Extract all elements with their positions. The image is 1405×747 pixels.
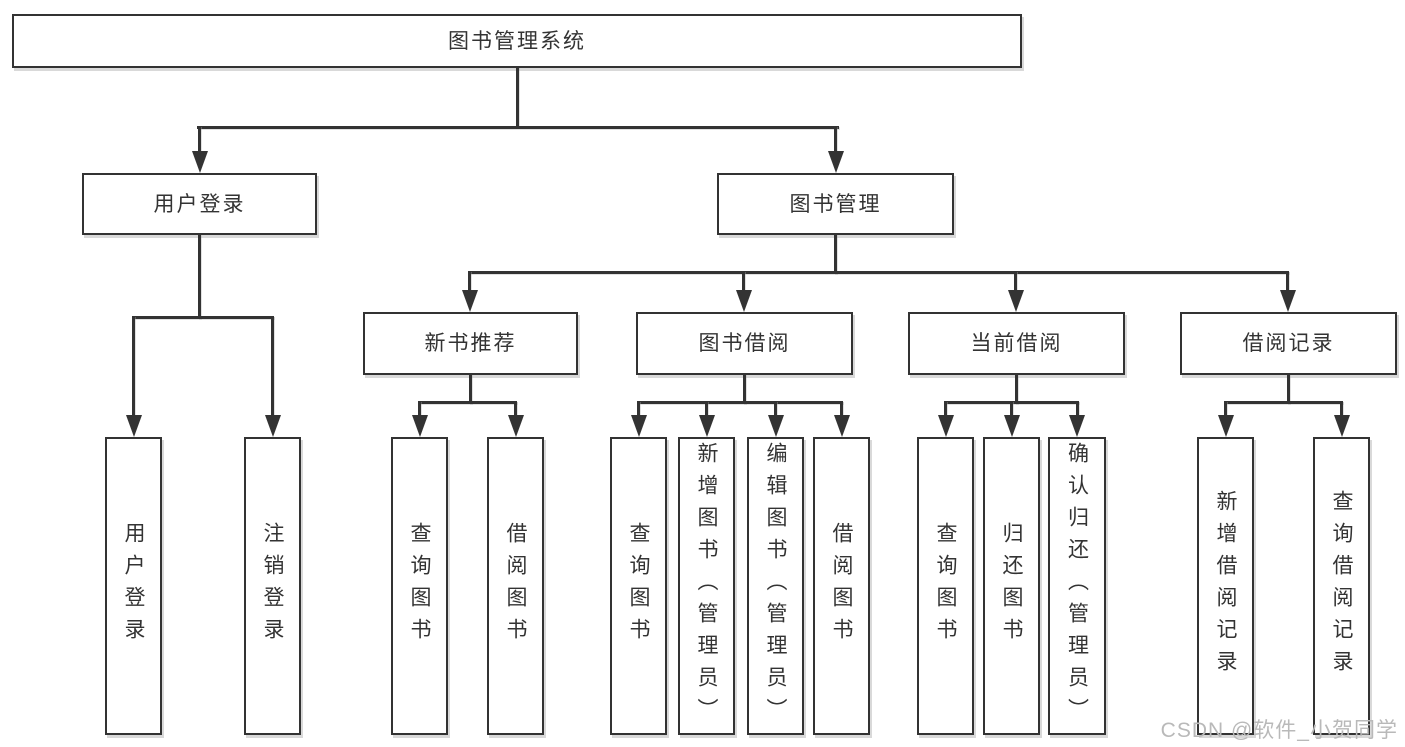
arrow-down-icon — [411, 415, 428, 437]
arrow-down-icon — [735, 290, 752, 312]
node-root: 图书管理系统 — [12, 14, 1022, 68]
connector-vline — [468, 271, 471, 292]
node-borrowing-records: 借阅记录 — [1180, 312, 1397, 375]
connector-vline — [271, 316, 274, 417]
arrow-down-icon — [833, 415, 850, 437]
connector-vline — [132, 316, 135, 417]
connector-hline — [637, 401, 843, 404]
connector-vline — [198, 234, 201, 319]
leaf-add-borrow-record-label: 新增借阅记录 — [1214, 490, 1237, 682]
connector-vline — [1075, 401, 1079, 416]
leaf-borrow-books-recommend-label: 借阅图书 — [504, 522, 527, 650]
leaf-query-books-recommend: 查询图书 — [391, 437, 448, 735]
arrow-down-icon — [767, 415, 784, 437]
connector-vline — [1286, 271, 1289, 292]
leaf-user-login: 用户登录 — [105, 437, 162, 735]
arrow-down-icon — [191, 151, 208, 173]
leaf-edit-books-admin: 编辑图书（管理员） — [747, 437, 804, 735]
connector-vline — [743, 374, 746, 404]
arrow-down-icon — [507, 415, 524, 437]
connector-vline — [834, 126, 837, 155]
connector-vline — [774, 401, 777, 416]
connector-vline — [515, 67, 519, 126]
leaf-return-books-label: 归还图书 — [1000, 522, 1023, 650]
leaf-edit-books-admin-label: 编辑图书（管理员） — [764, 442, 787, 730]
leaf-borrow-books: 借阅图书 — [813, 437, 870, 735]
csdn-watermark: CSDN @软件_小贺同学 — [1160, 719, 1398, 742]
connector-vline — [1014, 271, 1017, 292]
arrow-down-icon — [1333, 415, 1350, 437]
node-book-management: 图书管理 — [717, 173, 954, 235]
arrow-down-icon — [630, 415, 647, 437]
leaf-confirm-return-admin: 确认归还（管理员） — [1048, 437, 1106, 735]
connector-vline — [1224, 401, 1227, 416]
connector-vline — [1287, 374, 1290, 404]
leaf-confirm-return-admin-label: 确认归还（管理员） — [1065, 442, 1089, 730]
leaf-query-books-current-label: 查询图书 — [934, 522, 957, 650]
node-new-book-recommendation-label: 新书推荐 — [424, 332, 517, 355]
connector-hline — [418, 401, 517, 404]
connector-vline — [1010, 401, 1013, 416]
leaf-add-books-admin: 新增图书（管理员） — [678, 437, 735, 735]
leaf-query-borrow-record: 查询借阅记录 — [1313, 437, 1370, 735]
leaf-logout-label: 注销登录 — [261, 522, 284, 650]
node-book-borrowing: 图书借阅 — [636, 312, 853, 375]
leaf-user-login-label: 用户登录 — [122, 522, 145, 650]
connector-vline — [834, 234, 837, 274]
node-user-login-label: 用户登录 — [153, 192, 246, 216]
leaf-add-borrow-record: 新增借阅记录 — [1197, 437, 1254, 735]
connector-vline — [198, 126, 201, 155]
connector-vline — [1340, 401, 1343, 416]
arrow-down-icon — [937, 415, 954, 437]
connector-vline — [944, 401, 947, 416]
arrow-down-icon — [698, 415, 715, 437]
node-book-management-label: 图书管理 — [789, 192, 882, 216]
arrow-down-icon — [827, 151, 844, 173]
arrow-down-icon — [264, 415, 281, 437]
connector-vline — [742, 271, 745, 292]
connector-vline — [637, 401, 640, 416]
node-book-borrowing-label: 图书借阅 — [698, 332, 791, 355]
leaf-add-books-admin-label: 新增图书（管理员） — [695, 442, 718, 730]
arrow-down-icon — [125, 415, 142, 437]
arrow-down-icon — [1069, 415, 1085, 437]
connector-vline — [418, 401, 421, 416]
arrow-down-icon — [1279, 290, 1296, 312]
connector-vline — [1015, 374, 1018, 404]
leaf-return-books: 归还图书 — [983, 437, 1040, 735]
leaf-logout: 注销登录 — [244, 437, 301, 735]
connector-vline — [840, 401, 843, 416]
node-current-borrowing-label: 当前借阅 — [970, 332, 1063, 355]
connector-vline — [705, 401, 708, 416]
arrow-down-icon — [461, 290, 478, 312]
connector-hline — [468, 271, 1289, 274]
arrow-down-icon — [1007, 290, 1024, 312]
arrow-down-icon — [1217, 415, 1234, 437]
connector-vline — [514, 401, 517, 416]
connector-hline — [197, 126, 839, 129]
connector-hline — [132, 316, 274, 319]
leaf-query-books-borrowing: 查询图书 — [610, 437, 667, 735]
connector-vline — [469, 374, 472, 404]
leaf-query-books-current: 查询图书 — [917, 437, 974, 735]
node-current-borrowing: 当前借阅 — [908, 312, 1125, 375]
leaf-borrow-books-label: 借阅图书 — [830, 522, 853, 650]
leaf-borrow-books-recommend: 借阅图书 — [487, 437, 544, 735]
arrow-down-icon — [1003, 415, 1020, 437]
leaf-query-borrow-record-label: 查询借阅记录 — [1330, 490, 1353, 682]
leaf-query-books-recommend-label: 查询图书 — [408, 522, 431, 650]
node-root-label: 图书管理系统 — [448, 29, 586, 53]
leaf-query-books-borrowing-label: 查询图书 — [627, 522, 650, 650]
node-user-login: 用户登录 — [82, 173, 317, 235]
node-new-book-recommendation: 新书推荐 — [363, 312, 578, 375]
node-borrowing-records-label: 借阅记录 — [1242, 332, 1335, 355]
connector-hline — [1224, 401, 1343, 404]
